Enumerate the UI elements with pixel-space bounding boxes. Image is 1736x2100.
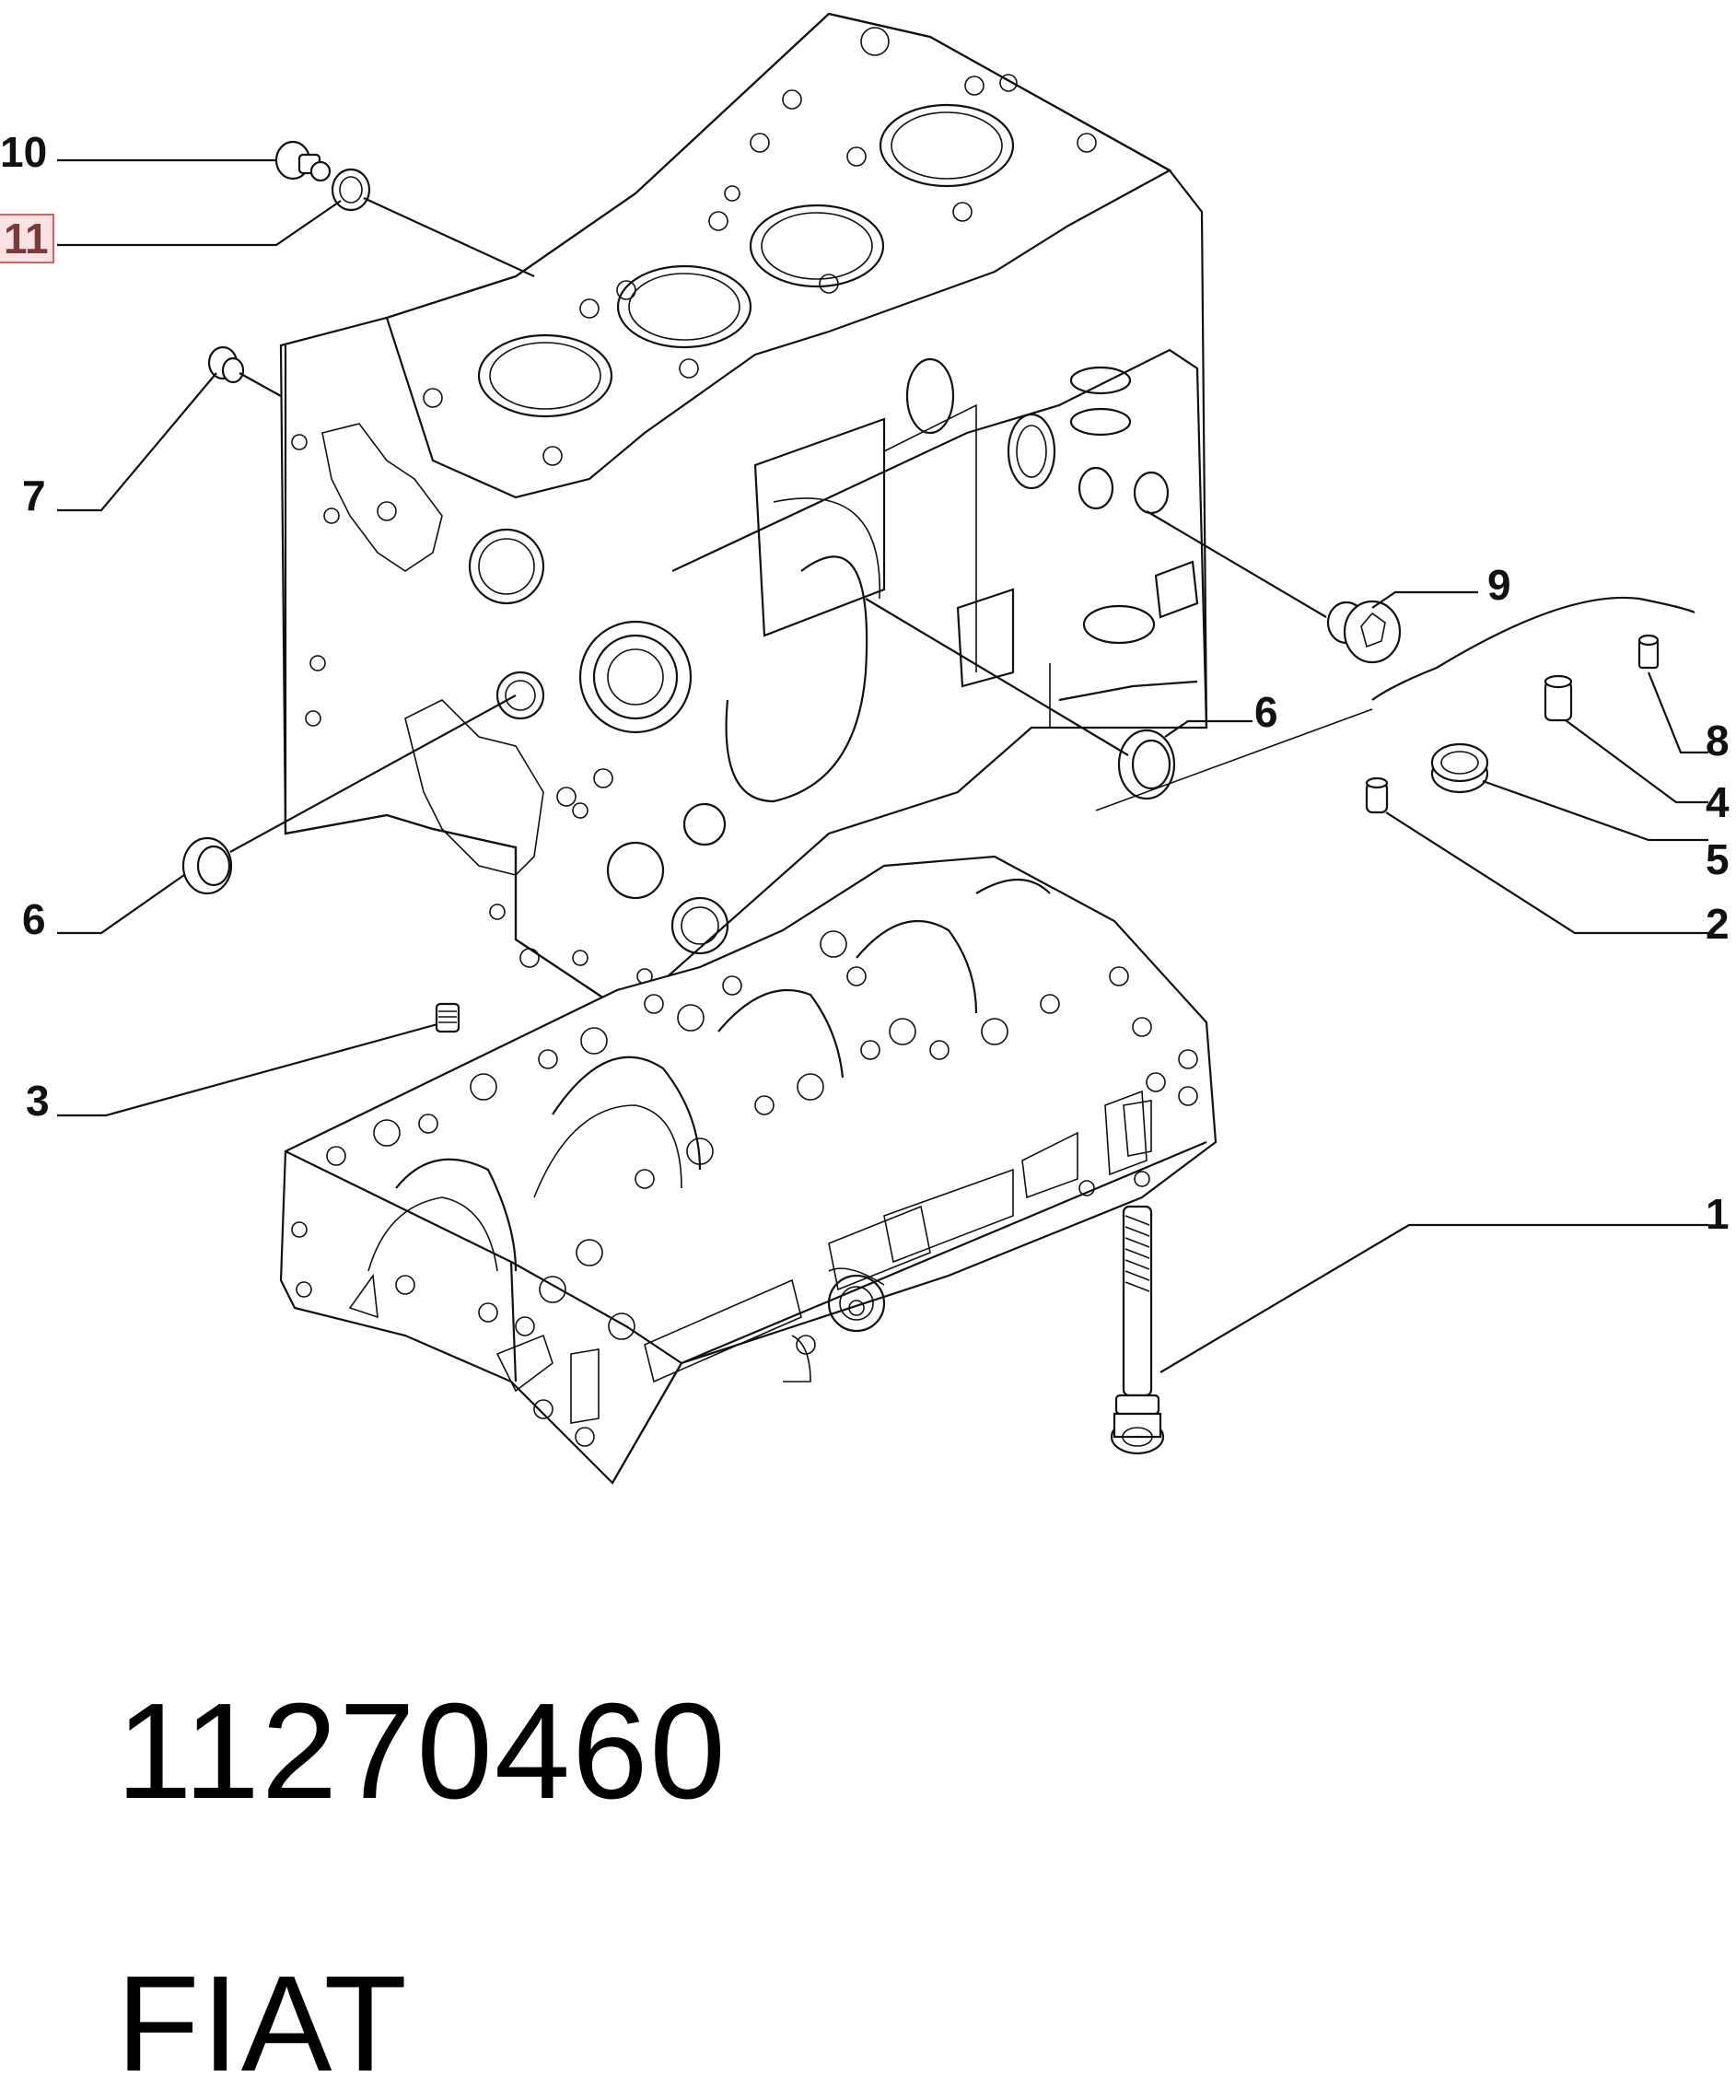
part-7-plug: [207, 345, 245, 384]
diagram-caption: 11270460 FIAT: [37, 1547, 728, 2093]
part-6-seal-right: [1117, 729, 1176, 800]
part-9-plug: [1326, 600, 1402, 664]
callout-2[interactable]: 2: [1706, 900, 1730, 948]
engine-block-exploded-diagram: [57, 12, 1708, 1485]
leader-lines: [57, 158, 1708, 1373]
callout-11-highlighted[interactable]: 11: [0, 214, 54, 263]
part-6-seal-left: [181, 836, 233, 895]
callout-7[interactable]: 7: [22, 472, 46, 519]
callout-1[interactable]: 1: [1706, 1190, 1730, 1238]
callout-8[interactable]: 8: [1706, 717, 1730, 764]
callout-3[interactable]: 3: [26, 1077, 50, 1125]
part-4-plug: [1544, 674, 1573, 722]
brand-name: FIAT: [116, 1948, 409, 2100]
callout-9[interactable]: 9: [1487, 561, 1511, 609]
part-3-grub-screw: [435, 1002, 460, 1033]
callout-6-right[interactable]: 6: [1254, 688, 1278, 736]
callout-4[interactable]: 4: [1706, 778, 1730, 826]
part-8-dowel: [1637, 634, 1660, 670]
part-11-washer: [331, 168, 371, 212]
part-10-plug: [274, 140, 332, 182]
part-5-ring: [1430, 742, 1489, 794]
part-1-bolt: [1110, 1205, 1165, 1455]
callout-6-left[interactable]: 6: [22, 895, 46, 943]
callout-5[interactable]: 5: [1706, 835, 1730, 883]
engine-block-upper: [279, 12, 1208, 1015]
callout-10[interactable]: 10: [0, 128, 48, 176]
part-number: 11270460: [116, 1675, 728, 1827]
crankcase-lower: [279, 855, 1218, 1485]
part-2-dowel: [1365, 776, 1389, 814]
